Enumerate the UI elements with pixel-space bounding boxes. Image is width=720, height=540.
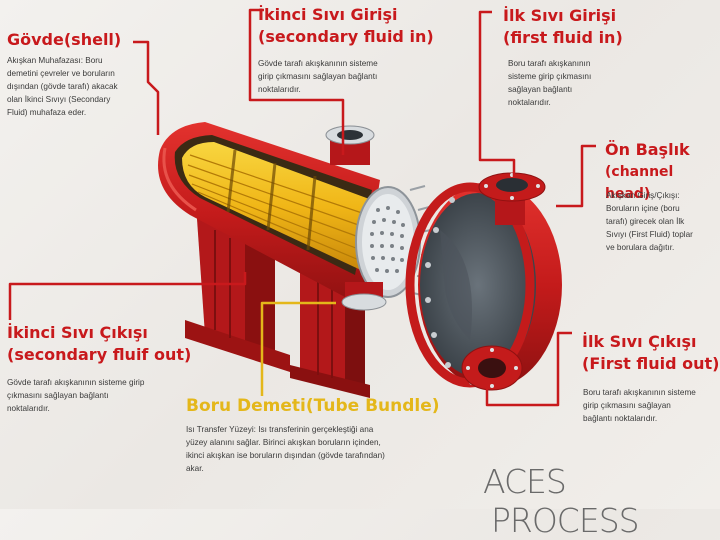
first-out-desc-line: bağlantı noktalarıdır.: [583, 414, 658, 423]
first-in-title: İlk Sıvı Girişi (first fluid in): [503, 5, 623, 49]
first-in-desc-line: sisteme girip çıkmasını: [508, 72, 592, 81]
secondary-in-title-line2: (secondary fluid in): [258, 27, 434, 46]
shell-desc-line: demetini çevreler ve boruların: [7, 69, 115, 78]
callout-line-secondary-out: [8, 272, 247, 320]
callout-line-secondary-in: [248, 8, 345, 155]
secondary-outlet-nozzle: [341, 282, 387, 311]
callout-line-shell: [133, 40, 160, 135]
first-out-title: İlk Sıvı Çıkışı (First fluid out): [582, 331, 719, 375]
channel-head-title-line1: Ön Başlık: [605, 140, 690, 159]
shell-body: [158, 122, 437, 398]
tube-bundle: [182, 142, 372, 272]
first-outlet-nozzle: [461, 345, 523, 391]
callout-line-channel-head: [556, 144, 596, 208]
first-out-desc-line: girip çıkmasını sağlayan: [583, 401, 671, 410]
secondary-inlet-nozzle: [325, 125, 375, 165]
tube-bundle-desc-line: akar.: [186, 464, 204, 473]
secondary-out-description: Gövde tarafı akışkanının sisteme girip ç…: [7, 376, 144, 415]
tubesheet: [355, 185, 437, 298]
secondary-in-desc-line: Gövde tarafı akışkanının sisteme: [258, 59, 378, 68]
shell-desc-line: dışından (gövde tarafı) akacak: [7, 82, 118, 91]
first-in-desc-line: noktalarıdır.: [508, 98, 551, 107]
secondary-out-title: İkinci Sıvı Çıkışı (secondary fluif out): [7, 322, 191, 366]
first-in-description: Boru tarafı akışkanının sisteme girip çı…: [508, 57, 591, 109]
callout-line-first-out: [485, 331, 572, 407]
first-out-desc-line: Boru tarafı akışkanının sisteme: [583, 388, 696, 397]
secondary-out-desc-line: Gövde tarafı akışkanının sisteme girip: [7, 378, 145, 387]
first-out-description: Boru tarafı akışkanının sisteme girip çı…: [583, 386, 696, 425]
tube-bundle-desc-line: ikinci akışkan ise boruların dışından (g…: [186, 451, 385, 460]
channel-head-title: Ön Başlık (channel head): [605, 139, 720, 205]
first-in-title-line2: (first fluid in): [503, 28, 623, 47]
channel-head-description: Akışkan Giriş/Çıkışı: Boruların içine (b…: [606, 189, 693, 254]
brand-word-aces: ACES: [483, 462, 567, 501]
callout-line-first-in: [478, 10, 516, 178]
heat-exchanger-illustration: [8, 8, 596, 407]
brand-word-process: PROCESS: [491, 501, 640, 540]
tube-bundle-title: Boru Demeti(Tube Bundle): [186, 396, 440, 416]
first-in-desc-line: sağlayan bağlantı: [508, 85, 573, 94]
shell-title: Gövde(shell): [7, 30, 122, 49]
first-out-title-line1: İlk Sıvı Çıkışı: [582, 332, 697, 351]
tube-bundle-desc-line: Isı Transfer Yüzeyi: Isı transferinin ge…: [186, 425, 374, 434]
shell-desc-line: Fluid) muhafaza eder.: [7, 108, 87, 117]
first-inlet-nozzle: [478, 172, 546, 225]
secondary-out-title-line2: (secondary fluif out): [7, 345, 192, 364]
shell-desc-line: olan İkinci Sıvıyı (Secondary: [7, 95, 111, 104]
callout-line-tube-bundle: [260, 301, 336, 396]
secondary-out-desc-line: noktalarıdır.: [7, 404, 50, 413]
secondary-in-desc-line: girip çıkmasını sağlayan bağlantı: [258, 72, 378, 81]
channel-head-desc-line: Akışkan Giriş/Çıkışı:: [606, 191, 680, 200]
secondary-out-desc-line: çıkmasını sağlayan bağlantı: [7, 391, 109, 400]
channel-head-desc-line: tarafı) girecek olan İlk: [606, 217, 685, 226]
shell-desc-line: Akışkan Muhafazası: Boru: [7, 56, 103, 65]
secondary-in-desc-line: noktalarıdır.: [258, 85, 301, 94]
shell-description: Akışkan Muhafazası: Boru demetini çevrel…: [7, 54, 118, 119]
tube-bundle-description: Isı Transfer Yüzeyi: Isı transferinin ge…: [186, 423, 385, 475]
secondary-in-title: İkinci Sıvı Girişi (secondary fluid in): [258, 4, 434, 48]
secondary-in-title-line1: İkinci Sıvı Girişi: [258, 5, 398, 24]
channel-head-title-line2: (channel head): [605, 164, 674, 202]
channel-head-desc-line: Boruların içine (boru: [606, 204, 680, 213]
channel-head: [405, 172, 562, 391]
tube-bundle-desc-line: yüzey alanını sağlar. Birinci akışkan bo…: [186, 438, 381, 447]
channel-head-desc-line: ve borulara dağıtır.: [606, 243, 675, 252]
brand-logo: ACESPROCESS: [483, 462, 720, 540]
secondary-out-title-line1: İkinci Sıvı Çıkışı: [7, 323, 148, 342]
first-out-title-line2: (First fluid out): [582, 354, 720, 373]
channel-head-desc-line: Sıvıyı (First Fluid) toplar: [606, 230, 693, 239]
first-in-title-line1: İlk Sıvı Girişi: [503, 6, 617, 25]
secondary-in-description: Gövde tarafı akışkanının sisteme girip ç…: [258, 57, 378, 96]
first-in-desc-line: Boru tarafı akışkanının: [508, 59, 591, 68]
callout-lines: [8, 8, 596, 407]
